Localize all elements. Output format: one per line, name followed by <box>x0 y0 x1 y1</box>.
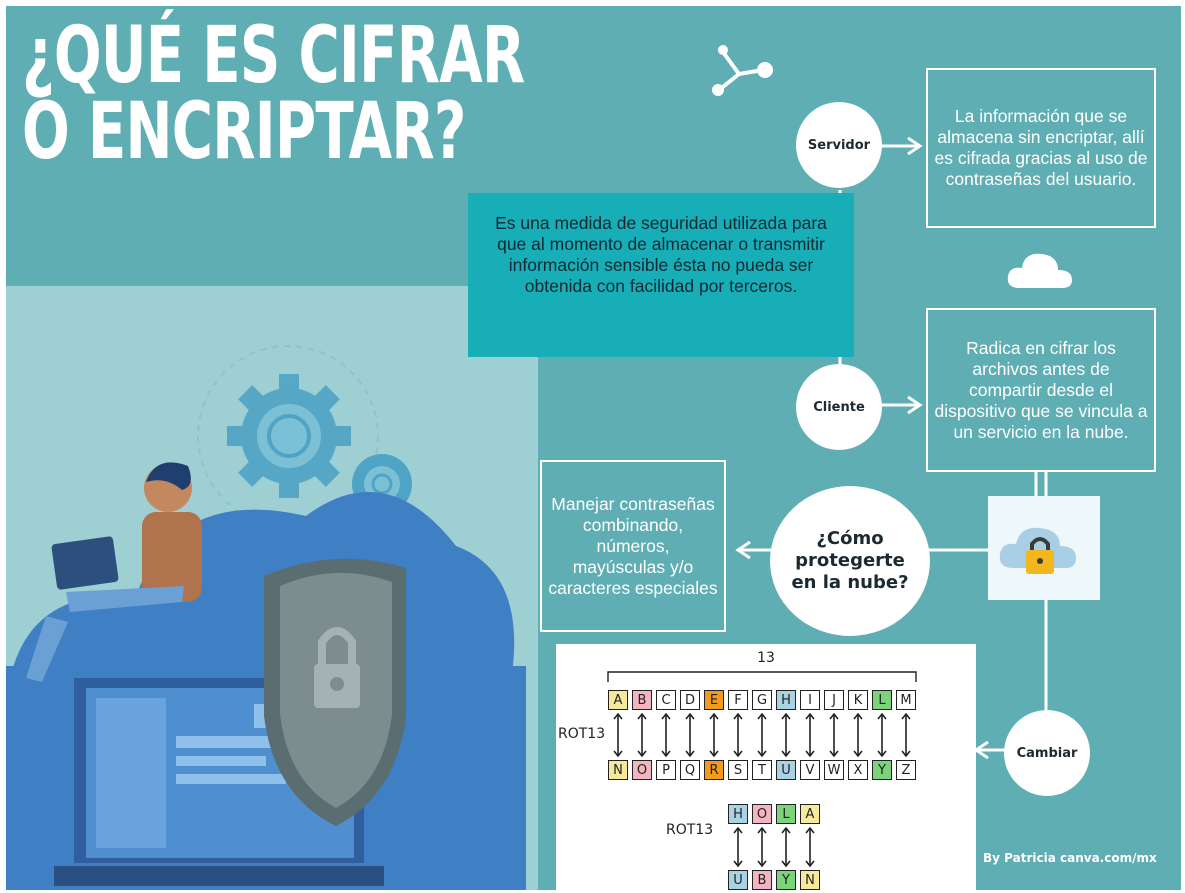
rot13-bottom-cell: P <box>656 760 676 780</box>
rot13-bottom-cell: V <box>800 760 820 780</box>
rot13-top-cell: J <box>824 690 844 710</box>
molecule-icon <box>712 45 773 96</box>
rot13-bottom-cell: X <box>848 760 868 780</box>
rot13-bottom-cell: R <box>704 760 724 780</box>
rot13-bottom-cell: Q <box>680 760 700 780</box>
rot13-arrow <box>733 712 743 758</box>
rot13-top-cell: E <box>704 690 724 710</box>
servidor-description-box: La información que se almacena sin encri… <box>926 68 1156 228</box>
rot13-bottom-cell: S <box>728 760 748 780</box>
rot13-word-top-cell: O <box>752 804 772 824</box>
rot13-arrow <box>781 712 791 758</box>
rot13-arrow <box>637 712 647 758</box>
rot13-arrows <box>607 671 917 868</box>
rot13-top-cell: D <box>680 690 700 710</box>
rot13-word-top-cell: H <box>728 804 748 824</box>
cloud-lock-icon <box>999 527 1076 574</box>
rot13-top-cell: I <box>800 690 820 710</box>
node-cambiar: Cambiar <box>1004 710 1090 796</box>
node-cliente: Cliente <box>796 364 882 450</box>
rot13-label-alphabet: ROT13 <box>558 726 606 742</box>
rot13-bottom-cell: O <box>632 760 652 780</box>
rot13-span-bracket <box>607 671 917 682</box>
title-line-2: O ENCRIPTAR? <box>22 87 466 177</box>
rot13-bottom-cell: U <box>776 760 796 780</box>
rot13-top-cell: B <box>632 690 652 710</box>
rot13-word-bottom-cell: Y <box>776 870 796 890</box>
definition-box: Es una medida de seguridad utilizada par… <box>468 193 854 357</box>
rot13-bottom-cell: N <box>608 760 628 780</box>
credit-text: By Patricia canva.com/mx <box>983 851 1157 865</box>
rot13-arrow <box>829 712 839 758</box>
rot13-bottom-cell: Y <box>872 760 892 780</box>
rot13-word-top-cell: L <box>776 804 796 824</box>
node-servidor: Servidor <box>796 102 882 188</box>
rot13-top-cell: L <box>872 690 892 710</box>
person-laptop-shield-illustration <box>6 345 526 890</box>
rot13-label-word: ROT13 <box>666 822 714 838</box>
rot13-arrow <box>853 712 863 758</box>
rot13-word-bottom-cell: B <box>752 870 772 890</box>
rot13-span-label: 13 <box>757 650 775 666</box>
rot13-diagram: 13 ROT13 ROT13 A N B O C P D Q E R F S G T H U I V J W K X L Y M… <box>556 644 976 890</box>
rot13-top-cell: A <box>608 690 628 710</box>
rot13-arrow <box>805 712 815 758</box>
rot13-top-cell: G <box>752 690 772 710</box>
rot13-top-cell: M <box>896 690 916 710</box>
rot13-bottom-cell: Z <box>896 760 916 780</box>
rot13-word-top-cell: A <box>800 804 820 824</box>
rot13-word-arrow <box>805 826 815 868</box>
rot13-top-cell: C <box>656 690 676 710</box>
rot13-bottom-cell: W <box>824 760 844 780</box>
rot13-arrow <box>709 712 719 758</box>
rot13-word-arrow <box>757 826 767 868</box>
rot13-arrow <box>901 712 911 758</box>
rot13-word-arrow <box>781 826 791 868</box>
rot13-arrow <box>877 712 887 758</box>
rot13-arrow <box>613 712 623 758</box>
rot13-top-cell: H <box>776 690 796 710</box>
rot13-word-bottom-cell: U <box>728 870 748 890</box>
rot13-bottom-cell: T <box>752 760 772 780</box>
rot13-word-arrow <box>733 826 743 868</box>
cloud-icon <box>1007 253 1072 288</box>
cloud-lock-tile <box>988 496 1100 600</box>
rot13-word-bottom-cell: N <box>800 870 820 890</box>
rot13-arrow <box>661 712 671 758</box>
proteger-description-box: Manejar contraseñas combinando, números,… <box>540 460 726 632</box>
rot13-top-cell: K <box>848 690 868 710</box>
cliente-description-box: Radica en cifrar los archivos antes de c… <box>926 308 1156 472</box>
node-proteger: ¿Cómo protegerte en la nube? <box>770 486 930 636</box>
rot13-panel: 13 ROT13 ROT13 A N B O C P D Q E R F S G T H U I V J W K X L Y M… <box>556 644 976 890</box>
rot13-top-cell: F <box>728 690 748 710</box>
rot13-arrow <box>685 712 695 758</box>
rot13-arrow <box>757 712 767 758</box>
